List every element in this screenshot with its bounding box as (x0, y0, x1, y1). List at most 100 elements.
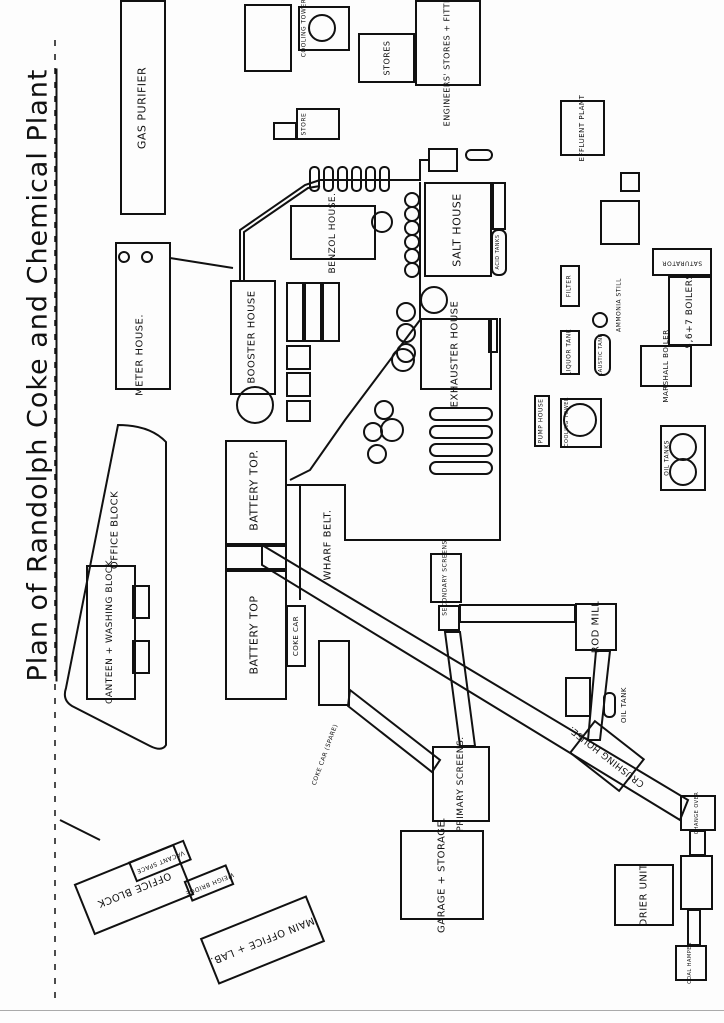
gas-purifier-label: Gas Purifier (135, 66, 149, 150)
exhauster-house-label: Exhauster House (449, 300, 461, 408)
benzol-house-label: Benzol House. (327, 192, 338, 274)
conveyor-junction-box (680, 855, 713, 910)
salt-tank-3 (404, 234, 420, 250)
effluent-plant-label: Effluent Plant (577, 94, 586, 162)
spare-conveyor (346, 688, 442, 774)
retort-block-1 (286, 282, 304, 342)
oil-tanks-label: Oil Tanks (663, 440, 671, 476)
primary-screens-building (432, 746, 490, 822)
tank-circle-5 (396, 343, 416, 363)
canteen-label: Canteen + Washing Block (104, 560, 115, 704)
caustic-tank-label: Caustic Tank (598, 333, 605, 377)
site-boundary-bottom (59, 819, 101, 841)
tank-circle-6 (563, 403, 597, 437)
retort-block-6 (286, 400, 311, 422)
tank-circle-9 (592, 312, 608, 328)
acid-tanks (491, 229, 507, 276)
drier-unit-label: Drier Unit (638, 863, 650, 927)
garage-storage-building (400, 830, 484, 920)
main-pipe (320, 159, 430, 181)
booster-house-label: Booster House (246, 290, 258, 384)
benzol-washer-0 (309, 166, 320, 192)
battery-top-middle (225, 545, 287, 570)
stores-label: Stores (382, 40, 392, 76)
battery-top-2-label: Battery Top (247, 595, 261, 675)
office-canteen-outline (63, 423, 167, 750)
benzol-house-building (290, 205, 376, 260)
canteen-annex-2 (132, 640, 150, 674)
salt-house-building (424, 182, 492, 277)
store-label: Store (300, 112, 308, 136)
pump-house-building (534, 395, 550, 447)
meter-house-label: Meter House. (134, 313, 146, 397)
gas-pipe-2 (243, 185, 321, 280)
salt-tank-4 (404, 248, 420, 264)
rod-mill-label: Rod Mill (590, 600, 602, 654)
salt-tank-1 (404, 206, 420, 222)
exhauster-tank-3 (429, 461, 493, 475)
liquor-tank-label: Liquor Tank (565, 328, 573, 376)
booster-house-building (230, 280, 276, 395)
salt-tank-2 (404, 220, 420, 236)
office-block-upper-label: Office Block (109, 490, 121, 570)
primary-screens-label: Primary Screens. (455, 736, 466, 832)
retort-block-5 (286, 372, 311, 397)
tank-circle-10 (118, 251, 130, 263)
page-edge (0, 1010, 724, 1011)
salt-house-annex (492, 182, 506, 230)
battery-top-1-label: Battery Top. (247, 449, 261, 531)
tank-circle-15 (391, 348, 415, 372)
plant-boundary-1 (289, 182, 421, 481)
stores-building (358, 33, 415, 83)
cooling-tower-1-building (298, 6, 350, 51)
retort-block-2 (304, 282, 322, 342)
exhauster-tank-1 (429, 425, 493, 439)
tank-circle-13 (363, 422, 383, 442)
gas-pipe-1 (239, 179, 321, 280)
coke-car-label: Coke Car (291, 615, 300, 657)
filter-label: Filter (565, 274, 573, 298)
tank-circle-3 (396, 302, 416, 322)
secondary-screens-label: Secondary Screens (441, 540, 449, 616)
tank-circle-14 (367, 444, 387, 464)
exhauster-tank-0 (429, 407, 493, 421)
drier-unit-building (614, 864, 674, 926)
exhauster-tank-2 (429, 443, 493, 457)
store-annex (273, 122, 297, 140)
store-building (296, 108, 340, 140)
cooling-tower-2-label: Cooling Tower (564, 397, 571, 447)
oil-tank-label: Oil Tank (619, 686, 628, 724)
exhauster-annex (488, 318, 498, 353)
salt-house-label: Salt House (450, 193, 464, 267)
engineers-stores-label: Engineers' Stores + Fitting Shop (442, 0, 452, 127)
small-shed-1 (620, 172, 640, 192)
marshall-boiler-building (640, 345, 692, 387)
marshall-boiler-label: Marshall Boiler (661, 329, 670, 403)
tank-circle-12 (374, 400, 394, 420)
canteen-building (86, 565, 136, 700)
retort-block-3 (322, 282, 340, 342)
screens-conveyor (443, 631, 477, 747)
pump-house-label: Pump House (537, 398, 545, 444)
salt-tank-0 (404, 192, 420, 208)
coke-car-building (286, 605, 306, 667)
battery-top-upper (225, 440, 287, 545)
changeover-link (689, 830, 706, 856)
tank-circle-0 (308, 14, 336, 42)
salt-tank-5 (404, 262, 420, 278)
saturator-building (652, 248, 712, 276)
tank-circle-11 (141, 251, 153, 263)
gas-holder-box (428, 148, 458, 172)
ammonia-still-label: Ammonia Still (615, 278, 623, 332)
rod-mill-building (575, 603, 617, 651)
garage-storage-label: Garage + Storage. (436, 817, 448, 933)
tank-circle-4 (396, 323, 416, 343)
tank-circle-16 (371, 211, 393, 233)
cooling-tower-1-label: Cooling Tower (300, 0, 308, 58)
rod-mill-conveyor (459, 604, 576, 623)
coal-hamper-label: Coal Hamper (687, 942, 694, 984)
tank-circle-8 (669, 458, 697, 486)
gas-purifier-building (120, 0, 166, 215)
caustic-tank (594, 334, 611, 376)
